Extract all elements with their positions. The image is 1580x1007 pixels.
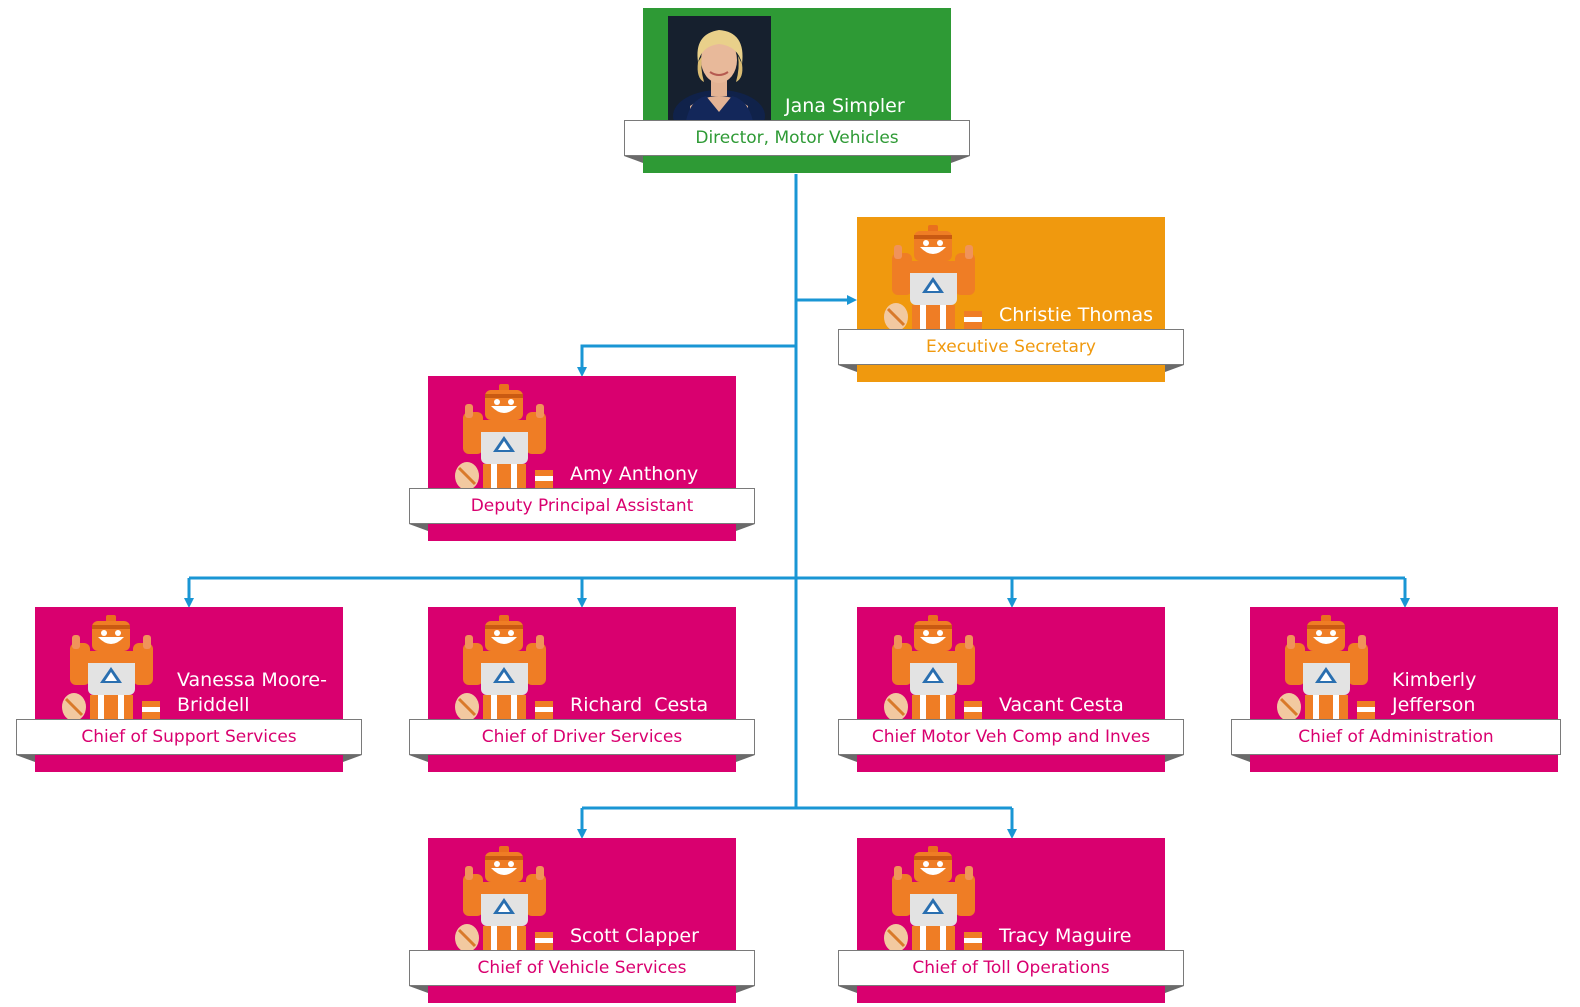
ribbon-fold-right xyxy=(951,156,970,163)
ribbon-fold-right xyxy=(736,524,755,531)
node-title: Chief of Administration xyxy=(1231,719,1561,755)
ribbon-fold-right xyxy=(736,755,755,762)
node-title: Chief Motor Veh Comp and Inves xyxy=(838,719,1184,755)
node-name: Kimberly Jefferson xyxy=(1392,669,1477,716)
ribbon-fold-left xyxy=(838,986,857,993)
node-name: Scott Clapper xyxy=(570,925,699,947)
node-toll[interactable]: Tracy Maguire Chief of Toll Operations xyxy=(838,838,1184,1003)
robot-mascot-icon xyxy=(1275,615,1378,720)
node-director[interactable]: Jana Simpler Director, Motor Vehicles xyxy=(624,8,970,173)
robot-mascot-icon xyxy=(453,384,556,489)
ribbon-fold-right xyxy=(343,755,362,762)
ribbon-fold-left xyxy=(1231,755,1250,762)
ribbon-fold-left xyxy=(838,755,857,762)
person-photo xyxy=(668,16,771,121)
ribbon-fold-left xyxy=(624,156,643,163)
node-name: Vacant Cesta xyxy=(999,694,1124,716)
node-support[interactable]: Vanessa Moore-Briddell Chief of Support … xyxy=(16,607,362,772)
ribbon-fold-left xyxy=(16,755,35,762)
node-name: Amy Anthony xyxy=(570,463,699,485)
ribbon-fold-right xyxy=(736,986,755,993)
node-name: Jana Simpler xyxy=(785,95,905,117)
ribbon-fold-left xyxy=(838,365,857,372)
robot-mascot-icon xyxy=(60,615,163,720)
node-deputy[interactable]: Amy Anthony Deputy Principal Assistant xyxy=(409,376,755,541)
node-title: Executive Secretary xyxy=(838,329,1184,365)
ribbon-fold-right xyxy=(1165,986,1184,993)
robot-mascot-icon xyxy=(882,846,985,951)
robot-mascot-icon xyxy=(453,615,556,720)
ribbon-fold-left xyxy=(409,524,428,531)
node-name: Vanessa Moore-Briddell xyxy=(177,669,327,716)
node-title: Chief of Toll Operations xyxy=(838,950,1184,986)
ribbon-fold-left xyxy=(409,755,428,762)
ribbon-fold-right xyxy=(1165,365,1184,372)
node-title: Chief of Vehicle Services xyxy=(409,950,755,986)
node-vehicle[interactable]: Scott Clapper Chief of Vehicle Services xyxy=(409,838,755,1003)
connector-deputy xyxy=(577,344,796,377)
node-name: Tracy Maguire xyxy=(999,925,1132,947)
robot-mascot-icon xyxy=(882,615,985,720)
node-title: Director, Motor Vehicles xyxy=(624,120,970,156)
node-title: Chief of Support Services xyxy=(16,719,362,755)
node-name: Christie Thomas xyxy=(999,304,1154,326)
robot-mascot-icon xyxy=(453,846,556,951)
node-executive[interactable]: Christie Thomas Executive Secretary xyxy=(838,217,1184,382)
ribbon-fold-left xyxy=(409,986,428,993)
node-compliance[interactable]: Vacant Cesta Chief Motor Veh Comp and In… xyxy=(838,607,1184,772)
ribbon-fold-right xyxy=(1165,755,1184,762)
node-title: Chief of Driver Services xyxy=(409,719,755,755)
node-administration[interactable]: Kimberly Jefferson Chief of Administrati… xyxy=(1231,607,1561,772)
node-title: Deputy Principal Assistant xyxy=(409,488,755,524)
node-driver[interactable]: Richard Cesta Chief of Driver Services xyxy=(409,607,755,772)
robot-mascot-icon xyxy=(882,225,985,330)
node-name: Richard Cesta xyxy=(570,694,709,716)
